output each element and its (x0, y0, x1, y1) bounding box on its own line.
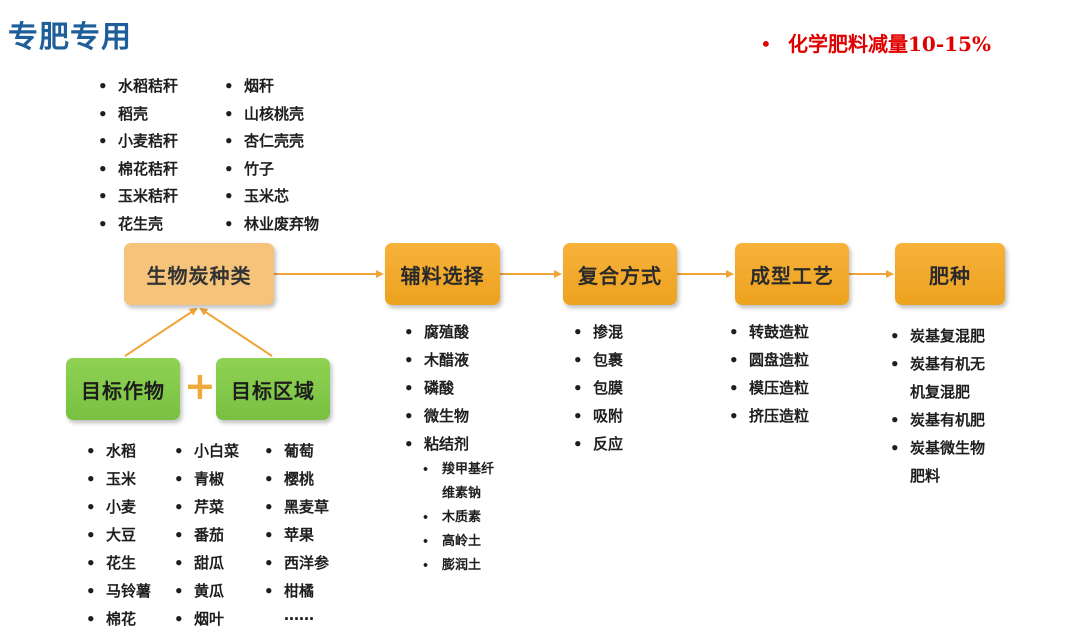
list-item: 马铃薯 (84, 577, 151, 605)
list-item: 葡萄 (262, 437, 329, 465)
node-biochar-types: 生物炭种类 (124, 243, 274, 305)
list-item: 竹子 (222, 156, 319, 184)
list-item: 挤压造粒 (727, 402, 809, 430)
note-bullet: • (760, 32, 772, 56)
binder-sublist: 羧甲基纤 维素钠 木质素 高岭土 膨润土 (420, 458, 494, 578)
plus-sign: + (184, 364, 216, 408)
list-item: 高岭土 (420, 530, 494, 554)
list-item: 山核桃壳 (222, 101, 319, 129)
list-item: 棉花 (84, 605, 151, 633)
list-item: 番茄 (172, 521, 239, 549)
list-item: 吸附 (571, 402, 623, 430)
list-item: 圆盘造粒 (727, 346, 809, 374)
list-item: 炭基复混肥 (888, 322, 985, 350)
biochar-list-col1: 水稻秸秆 稻壳 小麦秸秆 棉花秸秆 玉米秸秆 花生壳 (96, 73, 178, 238)
auxiliary-list: 腐殖酸 木醋液 磷酸 微生物 粘结剂 (402, 318, 469, 458)
list-item: 木醋液 (402, 346, 469, 374)
list-item: 花生 (84, 549, 151, 577)
crop-list-col3: 葡萄 樱桃 黑麦草 苹果 西洋参 柑橘 (262, 437, 329, 605)
list-item: 水稻秸秆 (96, 73, 178, 101)
list-item: 林业废弃物 (222, 211, 319, 239)
list-item: 膨润土 (420, 554, 494, 578)
crop-list-col2: 小白菜 青椒 芹菜 番茄 甜瓜 黄瓜 烟叶 (172, 437, 239, 633)
list-item: 包裹 (571, 346, 623, 374)
node-forming-process: 成型工艺 (735, 243, 849, 305)
list-item: 西洋参 (262, 549, 329, 577)
list-item: 玉米芯 (222, 183, 319, 211)
list-item: 小麦秸秆 (96, 128, 178, 156)
list-item: 大豆 (84, 521, 151, 549)
list-item: 掺混 (571, 318, 623, 346)
list-item: 木质素 (420, 506, 494, 530)
list-item: 转鼓造粒 (727, 318, 809, 346)
list-item: 青椒 (172, 465, 239, 493)
node-target-region: 目标区域 (216, 358, 330, 420)
list-item: 甜瓜 (172, 549, 239, 577)
list-item: 玉米 (84, 465, 151, 493)
arrow-region-to-biochar (199, 307, 273, 357)
node-fertilizer-type: 肥种 (895, 243, 1005, 305)
list-item: 稻壳 (96, 101, 178, 129)
list-item: 炭基微生物 (888, 434, 985, 462)
list-item: 柑橘 (262, 577, 329, 605)
list-item: 黑麦草 (262, 493, 329, 521)
list-item: 苹果 (262, 521, 329, 549)
list-item-continued: 机复混肥 (910, 383, 971, 401)
crop-list-col1: 水稻 玉米 小麦 大豆 花生 马铃薯 棉花 (84, 437, 151, 633)
list-item: 反应 (571, 430, 623, 458)
list-item: 杏仁壳壳 (222, 128, 319, 156)
list-item-continued: 肥料 (910, 467, 941, 485)
more-ellipsis: …… (284, 606, 314, 624)
list-item: 小白菜 (172, 437, 239, 465)
list-item: 烟叶 (172, 605, 239, 633)
list-item: 烟秆 (222, 73, 319, 101)
list-item: 模压造粒 (727, 374, 809, 402)
list-item: 粘结剂 (402, 430, 469, 458)
biochar-list-col2: 烟秆 山核桃壳 杏仁壳壳 竹子 玉米芯 林业废弃物 (222, 73, 319, 238)
list-item: 微生物 (402, 402, 469, 430)
compound-list: 掺混 包裹 包膜 吸附 反应 (571, 318, 623, 458)
list-item-continued: 维素钠 (442, 486, 482, 501)
list-item: 樱桃 (262, 465, 329, 493)
forming-list: 转鼓造粒 圆盘造粒 模压造粒 挤压造粒 (727, 318, 809, 430)
list-item: 磷酸 (402, 374, 469, 402)
list-item: 小麦 (84, 493, 151, 521)
list-item: 玉米秸秆 (96, 183, 178, 211)
node-auxiliary-selection: 辅料选择 (385, 243, 500, 305)
list-item: 炭基有机肥 (888, 406, 985, 434)
list-item: 腐殖酸 (402, 318, 469, 346)
list-item: 花生壳 (96, 211, 178, 239)
list-item: 包膜 (571, 374, 623, 402)
list-item: 芹菜 (172, 493, 239, 521)
arrow-crop-to-biochar (124, 307, 198, 357)
list-item: 黄瓜 (172, 577, 239, 605)
node-target-crop: 目标作物 (66, 358, 180, 420)
list-item: 水稻 (84, 437, 151, 465)
reduction-note-text: 化学肥料减量10-15% (788, 32, 991, 56)
page-title: 专肥专用 (8, 20, 132, 55)
reduction-note: • 化学肥料减量10-15% (760, 28, 991, 57)
list-item: 炭基有机无 (888, 350, 985, 378)
fertilizer-list: 炭基复混肥 炭基有机无 机复混肥 炭基有机肥 炭基微生物 肥料 (888, 322, 985, 490)
list-item: 羧甲基纤 (420, 458, 494, 482)
list-item: 棉花秸秆 (96, 156, 178, 184)
node-compound-method: 复合方式 (563, 243, 677, 305)
